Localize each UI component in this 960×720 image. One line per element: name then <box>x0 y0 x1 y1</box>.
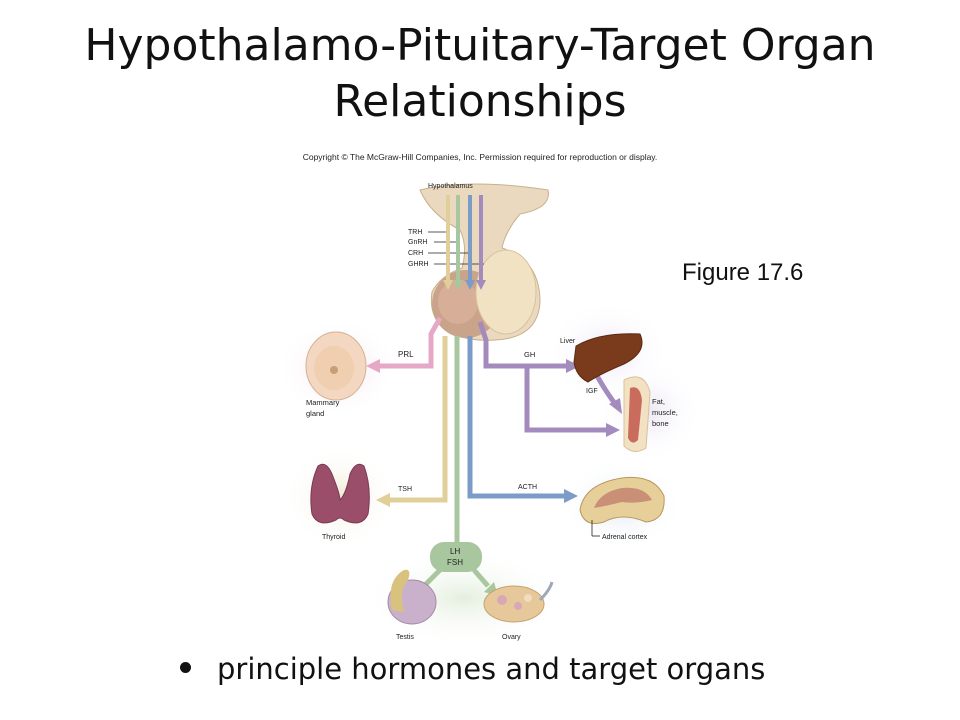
testis-pathway <box>422 568 442 588</box>
fat-label-line2: muscle, <box>652 408 678 417</box>
testis-illustration <box>387 569 437 625</box>
tsh-arrowhead <box>376 493 390 507</box>
title-line-2: Relationships <box>333 76 627 127</box>
bullet-icon <box>180 661 191 673</box>
title-line-1: Hypothalamo-Pituitary-Target Organ <box>84 20 876 71</box>
lh-label: LH <box>450 547 460 556</box>
mammary-label-line2: gland <box>306 409 324 418</box>
hypothalamus-label: Hypothalamus <box>428 183 473 190</box>
gh-tissue-arrowhead <box>606 423 620 437</box>
ovary-illustration <box>483 581 554 623</box>
copyright-notice: Copyright © The McGraw-Hill Companies, I… <box>302 152 658 162</box>
releasing-hormone-trh: TRH <box>408 229 422 236</box>
down-arrowhead-2 <box>453 280 463 290</box>
adrenal-label: Adrenal cortex <box>602 534 648 541</box>
testis-label: Testis <box>396 634 414 641</box>
fsh-label: FSH <box>447 558 463 567</box>
thyroid-illustration <box>310 463 370 524</box>
prl-pathway <box>378 316 443 369</box>
bullet-item: principle hormones and target organs <box>180 652 900 686</box>
ovary-pathway <box>472 568 490 588</box>
releasing-hormone-ghrh: GHRH <box>408 261 429 268</box>
tsh-label: TSH <box>398 486 412 493</box>
ovary-label: Ovary <box>502 634 521 641</box>
gh-direct-pathway <box>524 366 608 433</box>
liver-label: Liver <box>560 338 576 345</box>
figure-label: Figure 17.6 <box>682 259 804 286</box>
acth-pathway <box>467 336 566 499</box>
bullet-text: principle hormones and target organs <box>217 652 766 686</box>
acth-arrowhead <box>564 489 578 503</box>
fat-halo <box>598 360 702 464</box>
releasing-hormone-gnrh: GnRH <box>408 239 427 246</box>
igf-arrowhead <box>609 398 622 414</box>
fat-label-line1: Fat, <box>652 397 665 406</box>
releasing-hormone-crh: CRH <box>408 250 423 257</box>
acth-label: ACTH <box>518 484 537 491</box>
fat-label-line3: bone <box>652 419 669 428</box>
mammary-gland-illustration <box>305 331 367 401</box>
igf-label: IGF <box>586 388 598 395</box>
gh-label: GH <box>524 350 535 359</box>
down-arrowhead-1 <box>443 280 453 290</box>
prl-label: PRL <box>398 350 414 359</box>
gonadotropin-box <box>430 542 482 572</box>
tsh-pathway <box>388 336 448 503</box>
thyroid-label: Thyroid <box>322 534 345 541</box>
hypothalamus-pituitary <box>419 183 549 341</box>
prl-arrowhead <box>366 359 380 373</box>
down-arrowhead-3 <box>465 280 475 290</box>
adrenal-illustration <box>579 476 665 524</box>
mammary-label-line1: Mammary <box>306 398 340 407</box>
down-arrowhead-4 <box>476 280 486 290</box>
liver-illustration <box>573 333 643 383</box>
slide-title: Hypothalamo-Pituitary-Target Organ Relat… <box>0 18 960 130</box>
tissue-illustration <box>623 376 651 452</box>
gh-liver-arrowhead <box>566 359 580 373</box>
